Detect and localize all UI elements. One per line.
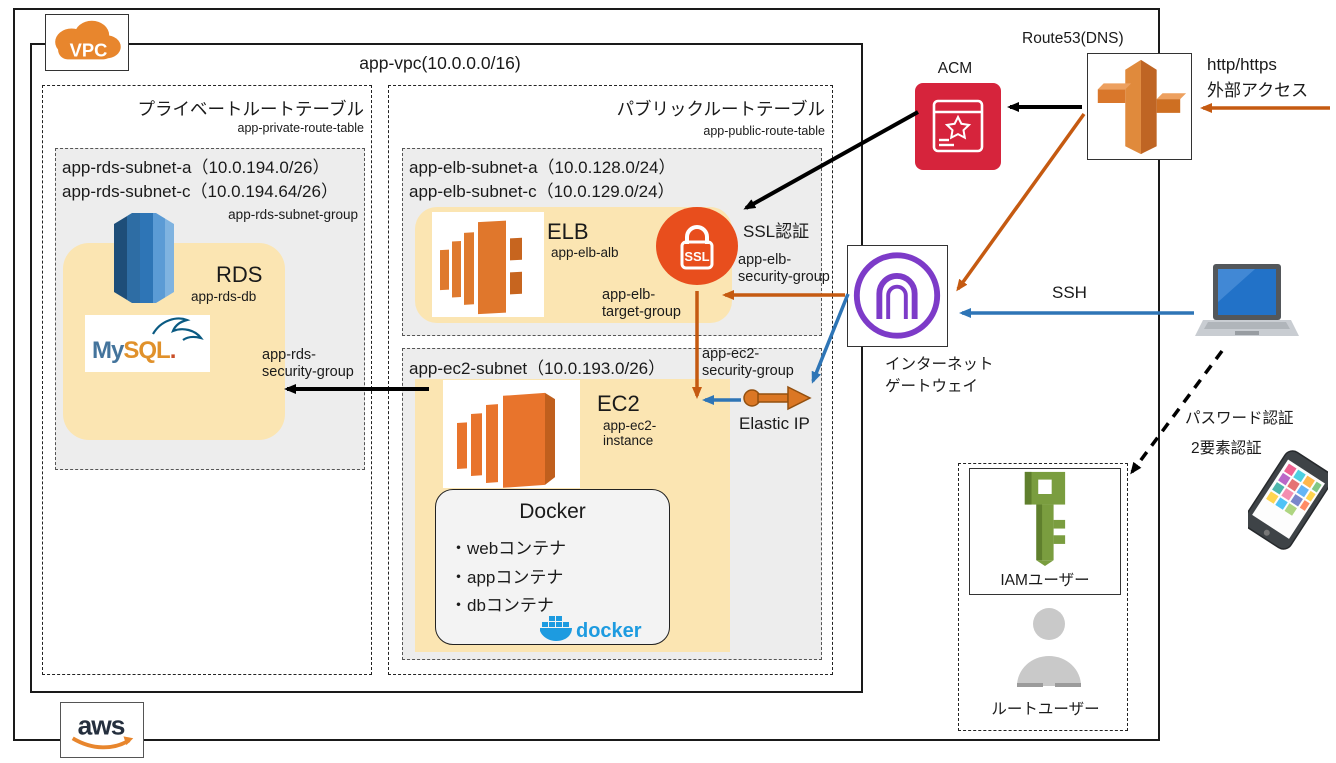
mysql-logo-box: MySQL. bbox=[85, 315, 210, 372]
rds-subnet-group-label: app-rds-subnet-group bbox=[228, 207, 358, 222]
ec2-name-line1: app-ec2- bbox=[603, 418, 657, 433]
igw-label-line1: インターネット bbox=[885, 356, 994, 373]
laptop-icon bbox=[1195, 264, 1299, 336]
elb-sg-line1: app-elb- bbox=[738, 252, 792, 268]
docker-item-web: ・webコンテナ bbox=[450, 539, 567, 558]
internet-gateway-label: インターネット ゲートウェイ bbox=[885, 354, 994, 399]
elb-sg-line2: security-group bbox=[738, 269, 830, 286]
ec2-icon bbox=[457, 392, 555, 488]
http-access-label: http/https 外部アクセス bbox=[1207, 52, 1308, 105]
two-factor-auth-label: 2要素認証 bbox=[1191, 440, 1262, 457]
password-auth-label: パスワード認証 bbox=[1185, 410, 1294, 427]
elb-alb-name: app-elb-alb bbox=[551, 245, 619, 260]
ec2-sg-line2: security-group bbox=[702, 363, 794, 380]
public-route-table-subtitle: app-public-route-table bbox=[703, 124, 825, 138]
vpc-logo-box: VPC bbox=[45, 14, 129, 71]
docker-logo-text: docker bbox=[576, 620, 642, 642]
rds-subnet-c-label: app-rds-subnet-c（10.0.194.64/26） bbox=[62, 182, 338, 201]
vpc-cloud-icon: VPC bbox=[55, 20, 121, 60]
docker-logo: docker bbox=[540, 616, 642, 642]
ssl-auth-label: SSL認証 bbox=[743, 222, 810, 241]
internet-gateway-icon-box bbox=[847, 245, 948, 347]
private-route-table-title: プライベートルートテーブル bbox=[137, 99, 364, 119]
route53-icon bbox=[1097, 59, 1187, 155]
iam-user-label: IAMユーザー bbox=[1000, 572, 1090, 589]
igw-label-line2: ゲートウェイ bbox=[885, 378, 979, 396]
rds-security-group-label: app-rds- security-group bbox=[262, 347, 354, 381]
elb-icon-box bbox=[432, 212, 544, 317]
aws-logo: aws bbox=[71, 710, 134, 750]
mysql-text-sql: SQL bbox=[123, 337, 170, 364]
acm-icon bbox=[915, 83, 1001, 170]
ec2-service-label: EC2 bbox=[597, 391, 640, 416]
elb-tg-line1: app-elb- bbox=[602, 287, 656, 303]
internet-gateway-icon bbox=[853, 252, 941, 339]
elb-icon bbox=[440, 220, 522, 315]
aws-logo-text: aws bbox=[78, 710, 125, 740]
vpc-logo-text: VPC bbox=[70, 39, 108, 60]
rds-subnet-a-label: app-rds-subnet-a（10.0.194.0/26） bbox=[62, 158, 330, 177]
rds-database-icon bbox=[114, 213, 174, 303]
elastic-ip-icon bbox=[743, 385, 812, 411]
mysql-text-dot: . bbox=[169, 337, 177, 364]
iam-users-box bbox=[958, 463, 1128, 731]
elb-subnet-c-label: app-elb-subnet-c（10.0.129.0/24） bbox=[409, 182, 675, 201]
ssh-label: SSH bbox=[1052, 283, 1087, 302]
acm-label: ACM bbox=[937, 60, 973, 77]
ec2-sg-line1: app-ec2- bbox=[702, 346, 760, 362]
mysql-dolphin-icon bbox=[152, 317, 204, 341]
ec2-subnet-label: app-ec2-subnet（10.0.193.0/26） bbox=[409, 359, 666, 378]
ec2-name-line2: instance bbox=[603, 433, 654, 448]
vpc-label: app-vpc(10.0.0.0/16) bbox=[359, 53, 521, 73]
ec2-instance-name: app-ec2- instance bbox=[603, 418, 656, 448]
smartphone-icon bbox=[1248, 450, 1328, 550]
http-label-line1: http/https bbox=[1207, 55, 1277, 74]
private-route-table-subtitle: app-private-route-table bbox=[237, 121, 364, 135]
elb-service-label: ELB bbox=[547, 219, 589, 244]
elb-target-group-label: app-elb- target-group bbox=[602, 287, 681, 321]
iam-key-icon bbox=[1024, 471, 1066, 566]
ec2-icon-box bbox=[443, 380, 580, 488]
route53-icon-box bbox=[1087, 53, 1192, 160]
vpc-border bbox=[30, 43, 863, 693]
rds-sg-line2: security-group bbox=[262, 364, 354, 381]
ec2-security-group-label: app-ec2- security-group bbox=[702, 346, 794, 380]
rds-service-label: RDS bbox=[216, 262, 263, 287]
elastic-ip-label: Elastic IP bbox=[739, 414, 810, 433]
aws-logo-box: aws bbox=[60, 702, 144, 758]
elb-tg-line2: target-group bbox=[602, 304, 681, 321]
public-route-table-title: パブリックルートテーブル bbox=[616, 99, 825, 119]
route53-label: Route53(DNS) bbox=[1022, 30, 1124, 47]
ssl-certificate-icon: SSL bbox=[656, 207, 738, 285]
elb-subnet-a-label: app-elb-subnet-a（10.0.128.0/24） bbox=[409, 158, 676, 177]
rds-db-name: app-rds-db bbox=[191, 289, 257, 304]
root-user-label: ルートユーザー bbox=[991, 701, 1100, 718]
elb-security-group-label: app-elb- security-group bbox=[738, 252, 830, 286]
http-label-line2: 外部アクセス bbox=[1207, 81, 1309, 101]
rds-sg-line1: app-rds- bbox=[262, 347, 316, 363]
docker-item-db: ・dbコンテナ bbox=[450, 596, 554, 615]
docker-item-app: ・appコンテナ bbox=[450, 568, 564, 587]
ssl-badge-text: SSL bbox=[684, 249, 709, 264]
root-user-icon bbox=[1017, 608, 1081, 687]
mysql-text-my: My bbox=[92, 337, 124, 364]
docker-title: Docker bbox=[519, 500, 586, 523]
